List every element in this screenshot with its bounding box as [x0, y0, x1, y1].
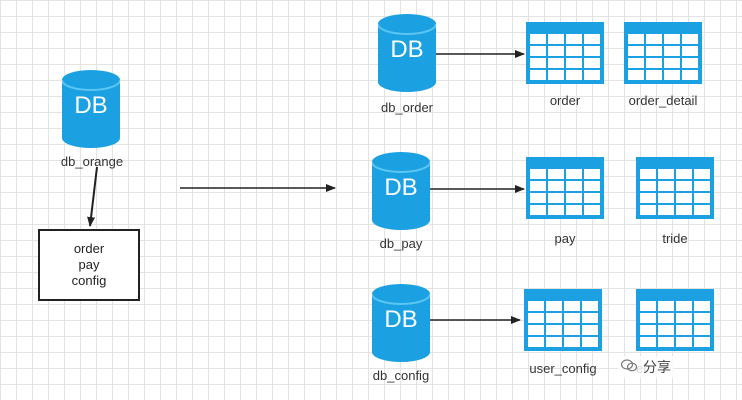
db-icon-text: DB [390, 36, 424, 63]
arrow-orange-to-box [87, 166, 98, 227]
source-tables-box: order pay config [38, 229, 140, 301]
box-line-pay: pay [78, 257, 100, 272]
watermark-text: 分享 [643, 359, 671, 375]
db-order-icon: DB [378, 14, 436, 92]
db-icon-text: DB [384, 174, 418, 201]
table-order-detail-label: order_detail [628, 93, 698, 108]
box-line-order: order [73, 241, 105, 256]
table-el-icon [636, 289, 714, 351]
table-pay-icon [526, 157, 604, 219]
db-pay-icon: DB [372, 152, 430, 230]
box-line-config: config [71, 273, 107, 288]
table-tride-icon [636, 157, 714, 219]
table-user-config-icon [524, 289, 602, 351]
db-config-label: db_config [372, 368, 430, 383]
table-order-icon [526, 22, 604, 84]
db-config-icon: DB [372, 284, 430, 362]
db-icon-text: DB [74, 92, 108, 119]
table-order-detail-icon [624, 22, 702, 84]
db-icon-text: DB [384, 306, 418, 333]
table-user-config-label: user_config [529, 361, 597, 376]
db-orange-icon: DB [62, 70, 120, 148]
db-orange-label: db_orange [60, 154, 124, 169]
table-tride-label: tride [662, 231, 688, 246]
wechat-icon [620, 359, 638, 375]
table-pay-label: pay [554, 231, 576, 246]
table-order-label: order [549, 93, 581, 108]
db-order-label: db_order [380, 100, 434, 115]
watermark: 分享 [618, 356, 674, 378]
db-pay-label: db_pay [379, 236, 423, 251]
